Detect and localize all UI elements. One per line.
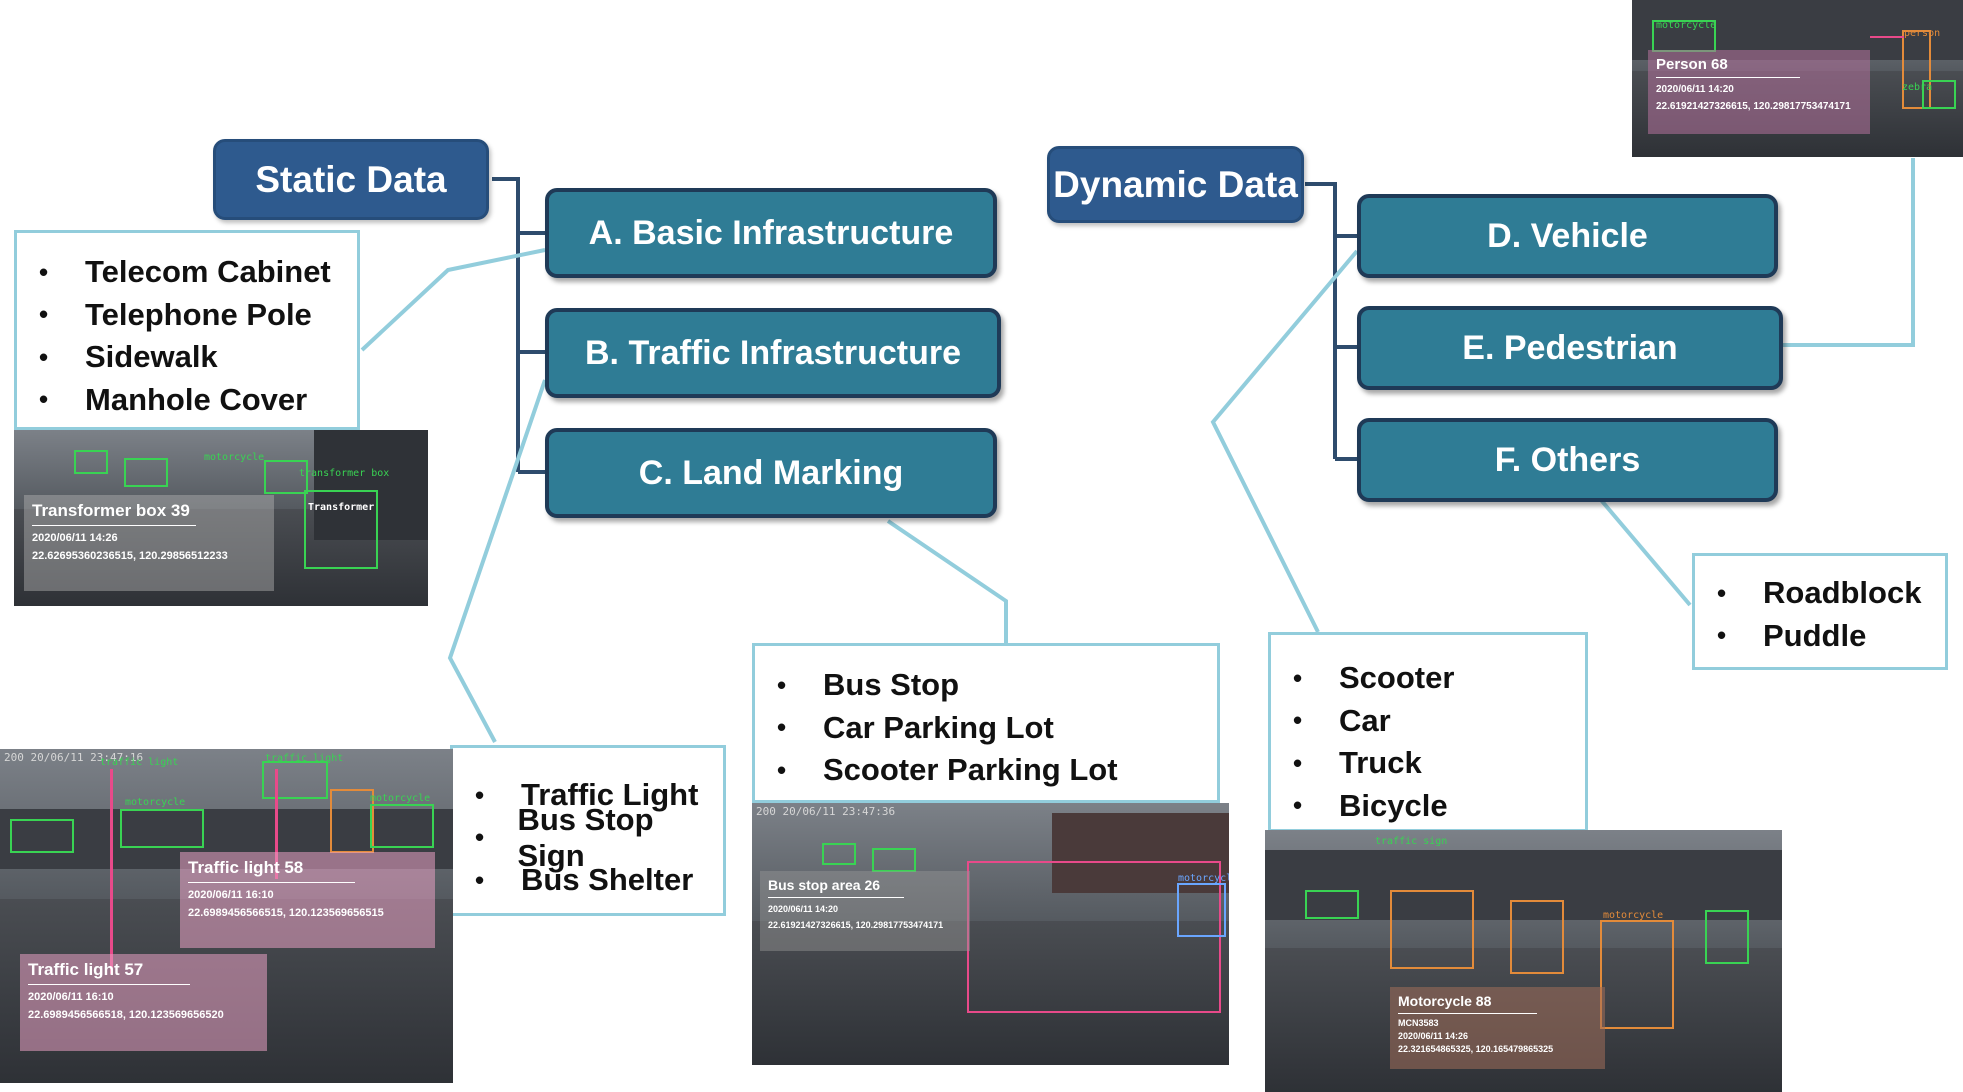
person-screenshot: person motorcycle zebra Person 68 2020/0…: [1632, 0, 1963, 157]
list-item: •Bicycle: [1293, 787, 1448, 823]
traffic-light-57-card: Traffic light 57 2020/06/11 16:10 22.698…: [20, 954, 267, 1051]
list-item: •Telephone Pole: [39, 296, 312, 332]
list-item: •Puddle: [1717, 617, 1867, 653]
category-vehicle: D. Vehicle: [1357, 194, 1778, 278]
list-item: •Bus Stop: [777, 667, 960, 703]
bus-stop-label-card: Bus stop area 26 2020/06/11 14:20 22.619…: [760, 871, 970, 951]
list-item: •Sidewalk: [39, 339, 218, 375]
category-others: F. Others: [1357, 418, 1778, 502]
list-item: •Traffic Light: [475, 777, 699, 813]
person-label-card: Person 68 2020/06/11 14:20 22.6192142732…: [1648, 50, 1870, 134]
list-item: •Car Parking Lot: [777, 709, 1054, 745]
vehicle-list: •Scooter •Car •Truck •Bicycle: [1268, 632, 1588, 832]
bus-stop-screenshot: 200 20/06/11 23:47:36 motorcycle Bus sto…: [752, 803, 1229, 1065]
list-item: •Telecom Cabinet: [39, 254, 331, 290]
land-marking-list: •Bus Stop •Car Parking Lot •Scooter Park…: [752, 643, 1220, 803]
others-list: •Roadblock •Puddle: [1692, 553, 1948, 670]
basic-infrastructure-list: •Telecom Cabinet •Telephone Pole •Sidewa…: [14, 230, 360, 430]
traffic-light-58-card: Traffic light 58 2020/06/11 16:10 22.698…: [180, 852, 435, 948]
motorcycle-label-card: Motorcycle 88 MCN3583 2020/06/11 14:26 2…: [1390, 987, 1605, 1069]
list-item: •Truck: [1293, 745, 1422, 781]
list-item: •Bus Stop Sign: [475, 801, 654, 873]
category-land-marking: C. Land Marking: [545, 428, 997, 518]
category-pedestrian: E. Pedestrian: [1357, 306, 1783, 390]
list-item: •Manhole Cover: [39, 381, 308, 417]
static-data-header: Static Data: [213, 139, 489, 220]
list-item: •Roadblock: [1717, 575, 1922, 611]
list-item: •Scooter: [1293, 660, 1455, 696]
traffic-light-screenshot: 200 20/06/11 23:47:16 traffic light traf…: [0, 749, 453, 1083]
category-basic-infrastructure: A. Basic Infrastructure: [545, 188, 997, 278]
transformer-label-card: Transformer box 39 2020/06/11 14:26 22.6…: [24, 495, 274, 591]
dynamic-data-header: Dynamic Data: [1047, 146, 1304, 223]
transformer-box-screenshot: transformer box motorcycle Transformer T…: [14, 430, 428, 606]
motorcycle-screenshot: motorcycle traffic sign Motorcycle 88 MC…: [1265, 830, 1782, 1092]
traffic-infrastructure-list: •Traffic Light •Bus Stop Sign •Bus Shelt…: [450, 745, 726, 916]
list-item: •Scooter Parking Lot: [777, 752, 1118, 788]
category-traffic-infrastructure: B. Traffic Infrastructure: [545, 308, 1001, 398]
list-item: •Bus Shelter: [475, 862, 694, 898]
list-item: •Car: [1293, 702, 1391, 738]
